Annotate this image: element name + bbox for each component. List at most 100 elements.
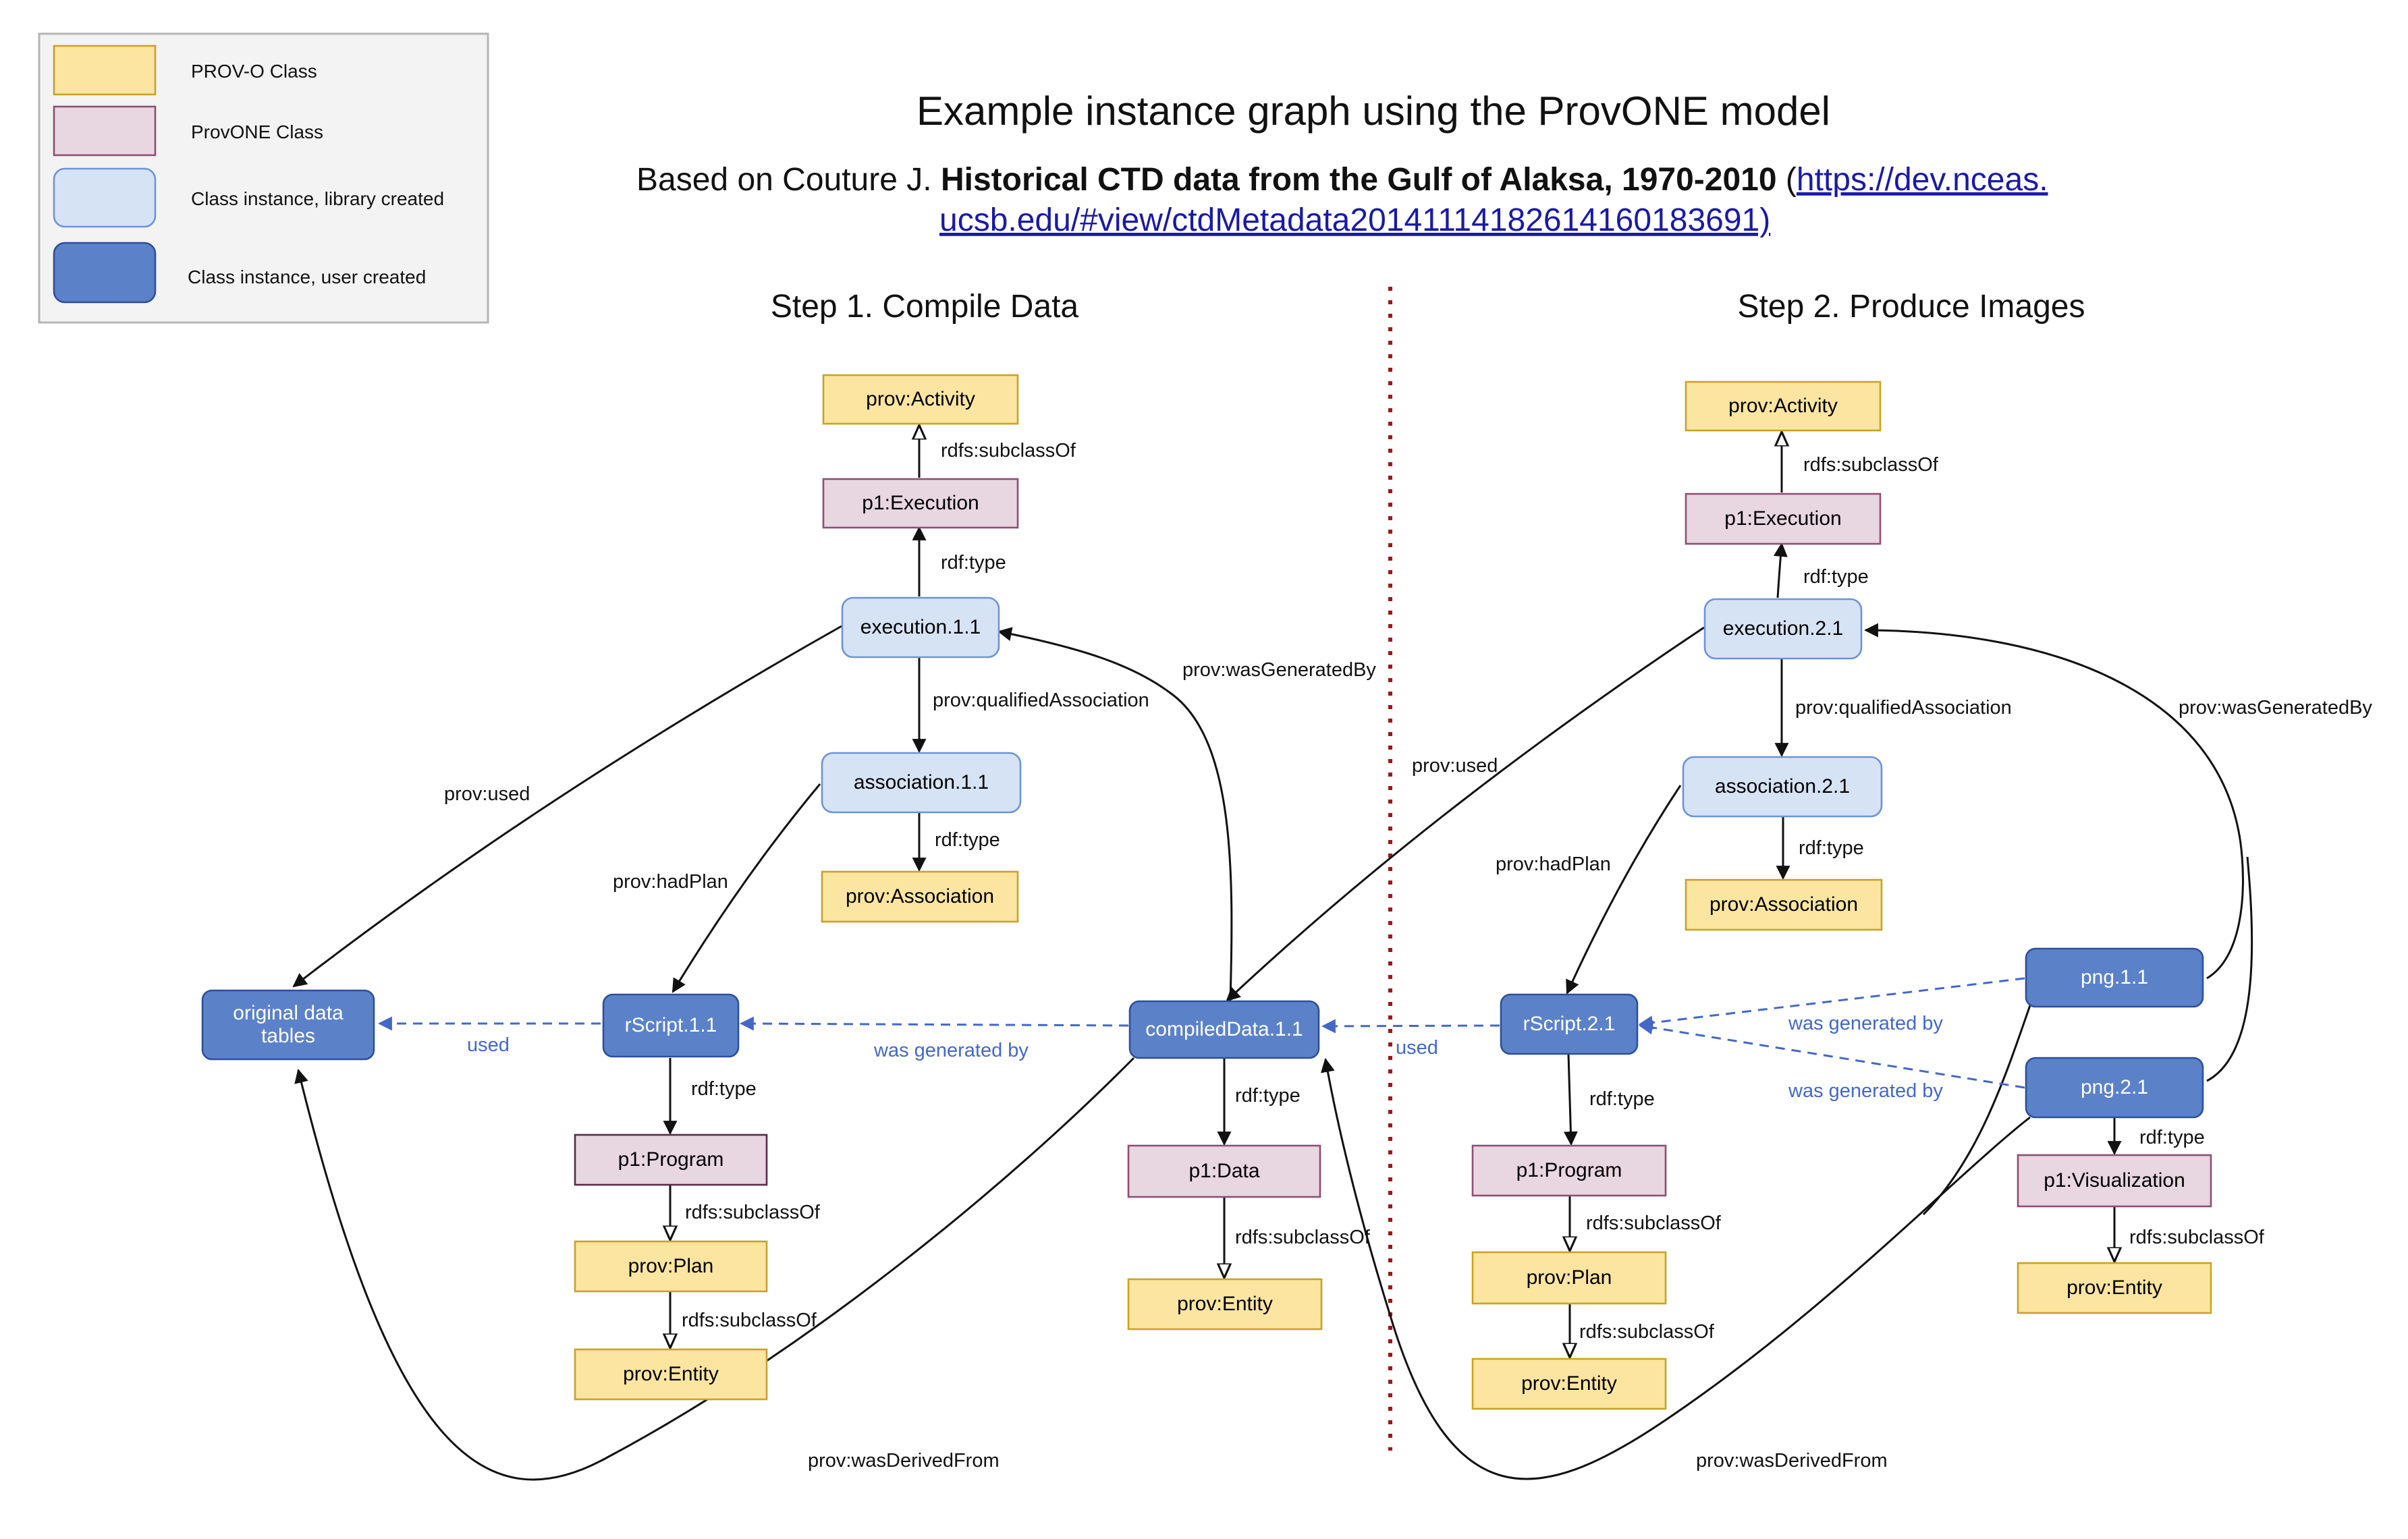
node-label: execution.2.1 (1723, 617, 1843, 640)
edges (292, 425, 2253, 1481)
node-label: prov:Entity (1521, 1372, 1617, 1395)
edge-label-subclassof-6: rdfs:subclassOf (1586, 1212, 1722, 1234)
edge-execution21-used-compileddata (1226, 626, 1705, 1002)
edge-execution21-type-execution2 (1773, 542, 1788, 598)
node-original-data-tables[interactable]: original data tables (201, 989, 375, 1061)
edge-label-type-4: rdf:type (1235, 1085, 1301, 1107)
edge-label-used-2: prov:used (1412, 755, 1498, 777)
edge-label-wasderivedfrom-1: prov:wasDerivedFrom (808, 1450, 1000, 1472)
edge-label-wasgeneratedby-2: prov:wasGeneratedBy (2179, 697, 2372, 719)
node-label: prov:Association (1709, 893, 1858, 916)
node-label: p1:Execution (1724, 507, 1841, 530)
edge-label-used-dashed-2: used (1396, 1037, 1438, 1059)
node-prov-plan-1[interactable]: prov:Plan (574, 1240, 768, 1293)
node-rscript-1-1[interactable]: rScript.1.1 (602, 993, 740, 1058)
edge-label-type-7: rdf:type (1589, 1088, 1655, 1110)
node-png-1-1[interactable]: png.1.1 (2025, 947, 2204, 1008)
node-label: prov:Entity (623, 1363, 719, 1385)
edge-compileddata-generatedby-rscript11 (739, 1016, 1129, 1031)
node-prov-association-1[interactable]: prov:Association (821, 870, 1019, 923)
node-label: execution.1.1 (860, 616, 981, 638)
node-rscript-2-1[interactable]: rScript.2.1 (1500, 993, 1639, 1055)
node-label: original data (233, 1002, 344, 1024)
edge-label-hadplan-1: prov:hadPlan (613, 871, 728, 893)
node-p1-program-1[interactable]: p1:Program (574, 1134, 768, 1186)
legend-swatch-prov (53, 45, 157, 96)
node-prov-entity-4[interactable]: prov:Entity (2017, 1262, 2212, 1314)
legend-swatch-library (53, 167, 157, 228)
node-prov-entity-3[interactable]: prov:Entity (1471, 1358, 1667, 1410)
node-label: p1:Program (618, 1148, 724, 1171)
edge-label-used-dashed-1: used (467, 1034, 510, 1056)
node-label: p1:Visualization (2044, 1169, 2185, 1192)
legend-label-prov: PROV-O Class (191, 61, 317, 82)
page-title: Example instance graph using the ProvONE… (916, 88, 1830, 134)
node-label: prov:Plan (1527, 1266, 1612, 1289)
legend: PROV-O Class ProvONE Class Class instanc… (38, 32, 489, 324)
edge-label-subclassof-4: rdfs:subclassOf (1235, 1227, 1371, 1248)
node-png-2-1[interactable]: png.2.1 (2025, 1057, 2204, 1119)
node-prov-plan-2[interactable]: prov:Plan (1471, 1251, 1667, 1305)
legend-swatch-provone (53, 105, 157, 157)
legend-label-provone: ProvONE Class (191, 121, 323, 142)
subtitle-prefix: Based on Couture J. (636, 162, 941, 198)
edge-png21-wasgeneratedby (2206, 856, 2253, 1082)
edge-png11-wasderivedfrom (1922, 1005, 2031, 1216)
edge-label-type-8: rdf:type (2139, 1127, 2205, 1148)
edge-label-type-5: rdf:type (1803, 566, 1869, 588)
node-label: association.2.1 (1715, 775, 1850, 798)
node-prov-activity-1[interactable]: prov:Activity (822, 374, 1019, 425)
node-execution-1-1[interactable]: execution.1.1 (841, 596, 1000, 659)
node-prov-entity-2[interactable]: prov:Entity (1127, 1278, 1323, 1331)
edge-association11-hadplan (672, 783, 821, 993)
edge-png11-wasgeneratedby (1863, 623, 2244, 980)
edge-label-wasgeneratedby-1: prov:wasGeneratedBy (1182, 659, 1376, 681)
node-execution-2-1[interactable]: execution.2.1 (1703, 598, 1863, 660)
node-label: png.2.1 (2081, 1076, 2148, 1098)
edge-label-hadplan-2: prov:hadPlan (1496, 854, 1611, 875)
edge-label-type-1: rdf:type (941, 552, 1006, 573)
subtitle-link-part1[interactable]: https://dev.nceas. (1797, 162, 2048, 198)
node-p1-execution-2[interactable]: p1:Execution (1685, 493, 1882, 545)
node-label-line2: tables (261, 1025, 315, 1047)
subtitle-paper-title: Historical CTD data from the Gulf of Ala… (941, 162, 1777, 198)
edge-label-type-2: rdf:type (935, 829, 1000, 851)
node-prov-entity-1[interactable]: prov:Entity (574, 1348, 768, 1401)
node-label: p1:Data (1188, 1160, 1259, 1182)
node-label: prov:Association (846, 885, 994, 907)
node-label: compiledData.1.1 (1145, 1018, 1303, 1040)
node-label: rScript.2.1 (1523, 1013, 1616, 1035)
node-label: rScript.1.1 (625, 1014, 717, 1036)
legend-label-user: Class instance, user created (188, 267, 426, 287)
node-prov-activity-2[interactable]: prov:Activity (1685, 381, 1882, 432)
node-label: p1:Program (1516, 1159, 1622, 1181)
node-label: prov:Activity (1728, 395, 1838, 417)
node-association-2-1[interactable]: association.2.1 (1682, 756, 1883, 818)
node-p1-program-2[interactable]: p1:Program (1471, 1144, 1667, 1197)
edge-png21-generatedby-rscript21 (1638, 1020, 2025, 1089)
legend-label-library: Class instance, library created (191, 188, 444, 209)
node-compileddata-1-1[interactable]: compiledData.1.1 (1128, 1000, 1320, 1059)
node-label: prov:Entity (2067, 1277, 2162, 1299)
step1-title: Step 1. Compile Data (771, 289, 1079, 325)
node-association-1-1[interactable]: association.1.1 (821, 752, 1022, 814)
nodes-step1: prov:Activity p1:Execution execution.1.1… (201, 374, 1323, 1401)
node-label: prov:Activity (866, 388, 975, 410)
node-p1-visualization[interactable]: p1:Visualization (2017, 1154, 2212, 1208)
node-label: prov:Plan (628, 1255, 714, 1277)
node-p1-execution-1[interactable]: p1:Execution (822, 478, 1019, 529)
legend-swatch-user (53, 242, 157, 304)
edge-compileddata-wasderivedfrom (294, 1057, 1135, 1481)
node-prov-association-2[interactable]: prov:Association (1685, 878, 1883, 931)
edge-png-wasderivedfrom-compileddata (1320, 1057, 2031, 1480)
subtitle-link-part2[interactable]: ucsb.edu/#view/ctdMetadata20141114182614… (939, 202, 1770, 238)
edge-label-wasderivedfrom-2: prov:wasDerivedFrom (1696, 1450, 1888, 1472)
edge-label-subclassof-1: rdfs:subclassOf (941, 440, 1076, 461)
edge-label-generated-dashed-3: was generated by (1788, 1080, 1943, 1102)
edge-rscript21-type (1563, 1053, 1578, 1146)
nodes-step2: prov:Activity p1:Execution execution.2.1… (1471, 381, 2212, 1410)
edge-association21-hadplan (1566, 785, 1682, 995)
edge-label-generated-dashed-2: was generated by (1788, 1013, 1943, 1034)
node-p1-data[interactable]: p1:Data (1127, 1144, 1321, 1198)
